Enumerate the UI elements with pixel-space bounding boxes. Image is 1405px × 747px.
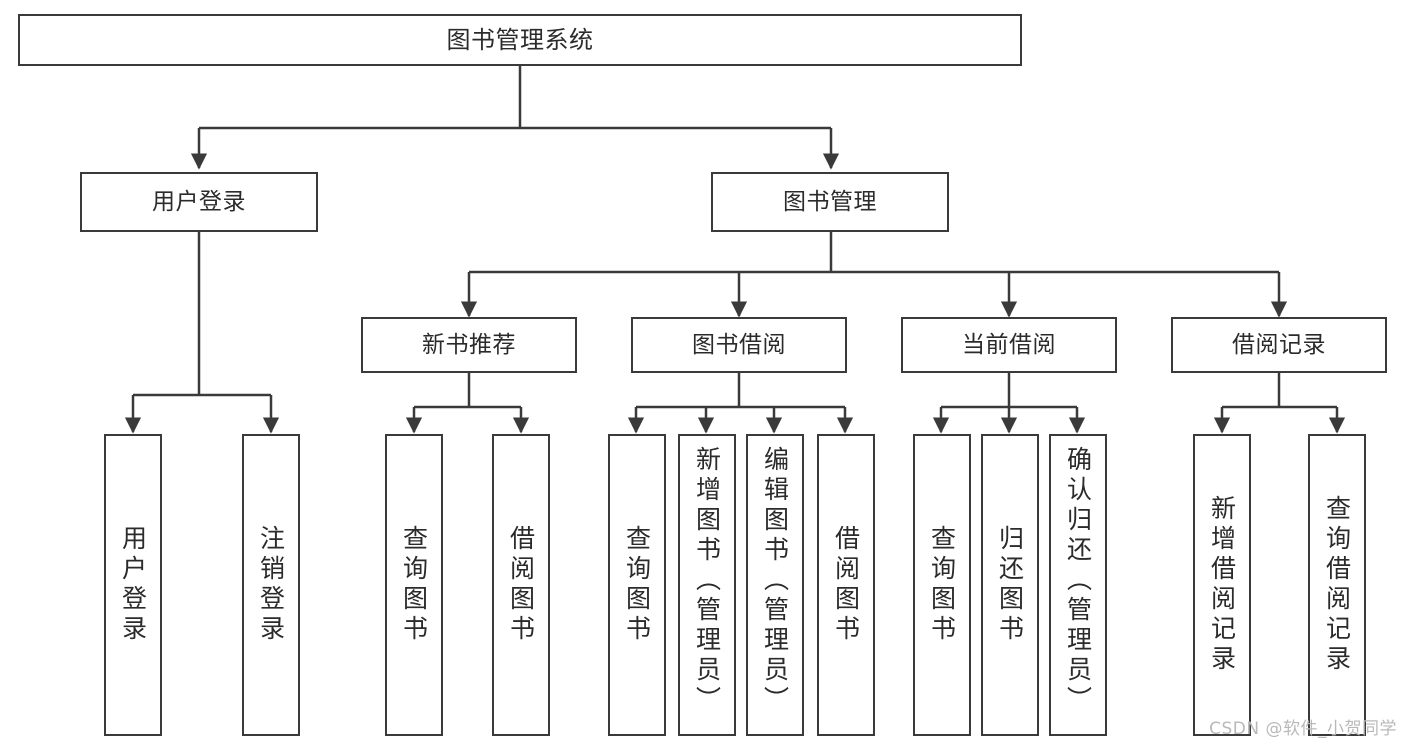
- node-root[interactable]: 图书管理系统: [18, 14, 1022, 66]
- node-user-login[interactable]: 用户登录: [80, 172, 318, 232]
- node-borrow-record[interactable]: 借阅记录: [1171, 317, 1387, 373]
- leaf-borrow-book-2-label: 借阅图书: [831, 525, 861, 645]
- leaf-borrow-book-1-label: 借阅图书: [506, 525, 536, 645]
- leaf-confirm-return-label: 确认归还（管理员）: [1063, 446, 1093, 716]
- leaf-user-logout-label: 注销登录: [256, 525, 286, 645]
- leaf-user-login[interactable]: 用户登录: [104, 434, 162, 736]
- node-book-management-label: 图书管理: [783, 188, 877, 215]
- leaf-query-record-label: 查询借阅记录: [1322, 495, 1352, 675]
- leaf-user-logout[interactable]: 注销登录: [242, 434, 300, 736]
- node-new-book-recommend-label: 新书推荐: [422, 331, 516, 358]
- leaf-query-book-2-label: 查询图书: [622, 525, 652, 645]
- node-book-borrow[interactable]: 图书借阅: [631, 317, 847, 373]
- leaf-add-record[interactable]: 新增借阅记录: [1193, 434, 1251, 736]
- leaf-add-book[interactable]: 新增图书（管理员）: [678, 434, 736, 736]
- node-current-borrow[interactable]: 当前借阅: [901, 317, 1117, 373]
- node-new-book-recommend[interactable]: 新书推荐: [361, 317, 577, 373]
- leaf-confirm-return[interactable]: 确认归还（管理员）: [1049, 434, 1107, 736]
- leaf-query-book-1[interactable]: 查询图书: [385, 434, 443, 736]
- leaf-query-book-2[interactable]: 查询图书: [608, 434, 666, 736]
- node-user-login-label: 用户登录: [152, 188, 246, 215]
- leaf-borrow-book-1[interactable]: 借阅图书: [492, 434, 550, 736]
- node-book-borrow-label: 图书借阅: [692, 331, 786, 358]
- leaf-edit-book[interactable]: 编辑图书（管理员）: [746, 434, 804, 736]
- leaf-edit-book-label: 编辑图书（管理员）: [760, 446, 790, 716]
- leaf-query-book-3-label: 查询图书: [927, 525, 957, 645]
- leaf-add-record-label: 新增借阅记录: [1207, 495, 1237, 675]
- leaf-user-login-label: 用户登录: [118, 525, 148, 645]
- leaf-return-book[interactable]: 归还图书: [981, 434, 1039, 736]
- node-current-borrow-label: 当前借阅: [962, 331, 1056, 358]
- leaf-query-book-3[interactable]: 查询图书: [913, 434, 971, 736]
- leaf-return-book-label: 归还图书: [995, 525, 1025, 645]
- csdn-watermark: CSDN @软件_小贺同学: [1209, 719, 1397, 739]
- node-root-label: 图书管理系统: [446, 26, 594, 54]
- leaf-query-book-1-label: 查询图书: [399, 525, 429, 645]
- leaf-query-record[interactable]: 查询借阅记录: [1308, 434, 1366, 736]
- leaf-add-book-label: 新增图书（管理员）: [692, 446, 722, 716]
- node-borrow-record-label: 借阅记录: [1232, 331, 1326, 358]
- node-book-management[interactable]: 图书管理: [711, 172, 949, 232]
- leaf-borrow-book-2[interactable]: 借阅图书: [817, 434, 875, 736]
